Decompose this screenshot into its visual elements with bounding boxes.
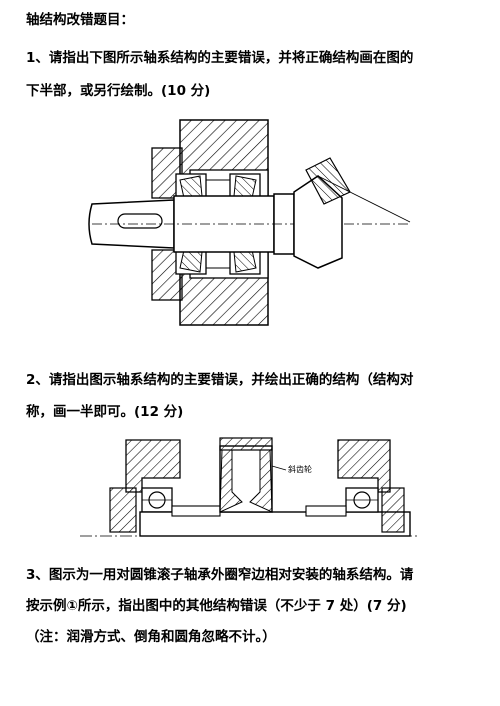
left-housing	[109, 439, 181, 533]
bevel-gear	[293, 157, 411, 269]
question-1-line-1: 1、请指出下图所示轴系结构的主要错误，并将正确结构画在图的	[26, 50, 414, 66]
helical-gear	[219, 437, 287, 513]
question-2-line-1: 2、请指出图示轴系结构的主要错误，并绘出正确的结构（结构对	[26, 372, 414, 388]
right-ball-bearing	[345, 487, 379, 513]
question-1-line-2: 下半部，或另行绘制。(10 分)	[26, 83, 211, 99]
question-3-line-2: 按示例①所示，指出图中的其他结构错误（不少于 7 处）(7 分)	[26, 598, 407, 614]
helical-gear-label: 斜齿轮	[288, 464, 312, 474]
figure-1-shaft-assembly	[88, 119, 411, 326]
left-ball-bearing	[141, 487, 173, 513]
question-3-line-1: 3、图示为一用对圆锥滚子轴承外圈窄边相对安装的轴系结构。请	[26, 567, 414, 583]
question-2-line-2: 称，画一半即可。(12 分)	[26, 404, 184, 420]
question-3-line-3: （注：润滑方式、倒角和圆角忽略不计。）	[26, 629, 276, 645]
page-title: 轴结构改错题目：	[26, 12, 134, 28]
figure-2-gear-shaft: 斜齿轮	[80, 437, 420, 537]
shaft	[88, 193, 410, 255]
